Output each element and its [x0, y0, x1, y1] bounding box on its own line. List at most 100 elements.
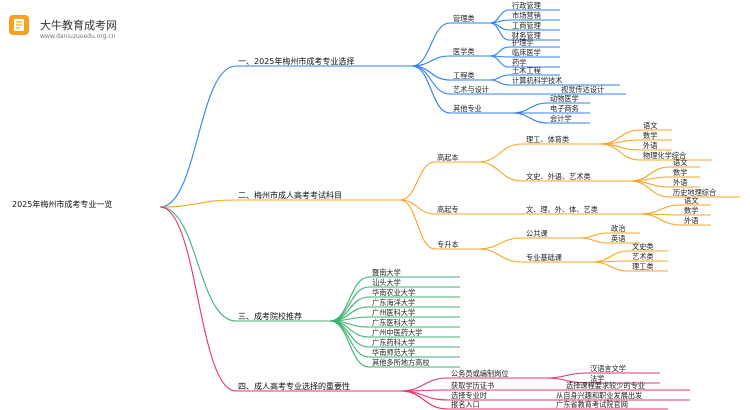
- major-item: 土木工程: [512, 66, 541, 75]
- connector-curve: [399, 390, 449, 410]
- subject-item: 数学: [684, 206, 699, 215]
- connector-curve: [489, 79, 510, 86]
- reason-time: 选择专业时: [451, 391, 487, 400]
- connector-curve: [579, 237, 609, 244]
- subject-item: 外语: [673, 178, 688, 187]
- connector-curve: [599, 139, 641, 145]
- connector-curve: [399, 377, 449, 392]
- connector-curve: [477, 237, 523, 250]
- section-3-connectors: [159, 206, 460, 368]
- section-4-title: 四、成人高考专业选择的重要性: [238, 382, 350, 391]
- brand-url: www.daniuzuoedu.org.cn: [40, 33, 116, 40]
- subject-group: 理工、体育类: [526, 135, 570, 144]
- reason-item: 法学: [590, 374, 605, 383]
- reason-entry: 报名入口: [451, 400, 480, 409]
- major-item: 计算机科学技术: [512, 76, 563, 85]
- connector-curve: [159, 65, 237, 208]
- connector-curve: [477, 161, 523, 182]
- connector-curve: [399, 161, 436, 201]
- subject-item: 历史地理综合: [673, 188, 717, 197]
- connector-curve: [545, 377, 588, 384]
- school-item: 广东药科大学: [372, 338, 416, 347]
- connector-curve: [489, 74, 510, 81]
- subject-group: 公共课: [526, 229, 548, 238]
- connector-curve: [545, 372, 588, 379]
- reason-note: 从自身兴趣和职业发展出发: [556, 391, 643, 400]
- connector-curve: [159, 206, 237, 392]
- major-item: 临床医学: [512, 48, 541, 57]
- subject-item: 文史类: [632, 242, 654, 251]
- connector-curve: [159, 199, 237, 208]
- subject-item: 外语: [684, 216, 699, 225]
- school-item: 广东医科大学: [372, 318, 416, 327]
- section-3-title: 三、成考院校推荐: [238, 312, 302, 321]
- connector-curve: [411, 22, 451, 67]
- major-item: 财务管理: [512, 31, 541, 40]
- connector-curve: [629, 180, 671, 198]
- reason-item: 汉语言文学: [590, 364, 626, 373]
- category-engineering: 工程类: [453, 71, 475, 80]
- connector-curve: [411, 65, 451, 114]
- level-zsb: 专升本: [437, 240, 459, 249]
- major-item: 电子商务: [550, 104, 579, 113]
- subject-item: 语文: [673, 158, 688, 167]
- major-item: 工商管理: [512, 21, 541, 30]
- major-item: 护理学: [512, 38, 534, 47]
- subject-item: 政治: [611, 224, 626, 233]
- major-item: 视觉传达设计: [561, 85, 605, 94]
- connector-curve: [579, 232, 609, 239]
- section-1-title: 一、2025年梅州市成考专业选择: [238, 57, 355, 66]
- subject-item: 数学: [673, 168, 688, 177]
- subject-group: 文、理、外、体、艺类: [526, 205, 598, 214]
- subject-group: 文史、外语、艺术类: [526, 172, 591, 181]
- root-topic: 2025年梅州市成考专业一览: [12, 200, 113, 209]
- connector-curve: [399, 390, 449, 401]
- school-item: 汕头大学: [372, 278, 401, 287]
- school-item: 广州中医药大学: [372, 328, 423, 337]
- connector-curve: [639, 213, 682, 226]
- subject-item: 语文: [643, 121, 658, 130]
- connector-curve: [329, 286, 370, 322]
- section-2-title: 二、梅州市成人高考考试科目: [238, 191, 342, 200]
- reason-note: 广东省教育考试院官网: [556, 400, 628, 409]
- connector-curve: [399, 199, 436, 250]
- connector-curve: [159, 206, 237, 322]
- major-item: 行政管理: [512, 1, 541, 10]
- category-management: 管理类: [453, 14, 475, 23]
- category-other: 其他专业: [453, 104, 482, 113]
- brand-logo-icon: [8, 14, 30, 36]
- school-item: 广州医科大学: [372, 308, 416, 317]
- section-1-connectors: [159, 9, 626, 208]
- section-4-connectors: [159, 206, 690, 410]
- subject-item: 语文: [684, 196, 699, 205]
- connector-curve: [599, 143, 641, 161]
- category-medicine: 医学类: [453, 47, 475, 56]
- level-gqb: 高起本: [437, 153, 459, 162]
- brand-name: 大牛教育成考网: [40, 19, 117, 32]
- connector-curve: [489, 19, 510, 24]
- major-item: 动物医学: [550, 94, 579, 103]
- reason-degree: 获取学历证书: [451, 381, 495, 390]
- connector-curve: [639, 204, 682, 215]
- subject-group: 专业基础课: [526, 253, 562, 262]
- subject-item: 外语: [643, 141, 658, 150]
- subject-item: 数学: [643, 131, 658, 140]
- connector-curve: [591, 250, 630, 263]
- category-art: 艺术与设计: [453, 85, 489, 94]
- school-item: 暨南大学: [372, 268, 401, 277]
- school-item: 华南农业大学: [372, 288, 416, 297]
- connector-curve: [477, 248, 523, 263]
- connector-curve: [489, 22, 510, 41]
- connector-curve: [489, 55, 510, 68]
- connector-curve: [329, 320, 370, 368]
- school-item: 华南师范大学: [372, 348, 416, 357]
- school-item: 广东海洋大学: [372, 298, 416, 307]
- level-gqz: 高起专: [437, 205, 459, 214]
- connector-curve: [591, 261, 630, 272]
- connector-curve: [629, 176, 671, 182]
- subject-item: 英语: [611, 234, 626, 243]
- subject-item: 理工类: [632, 262, 654, 271]
- subject-item: 艺术类: [632, 252, 654, 261]
